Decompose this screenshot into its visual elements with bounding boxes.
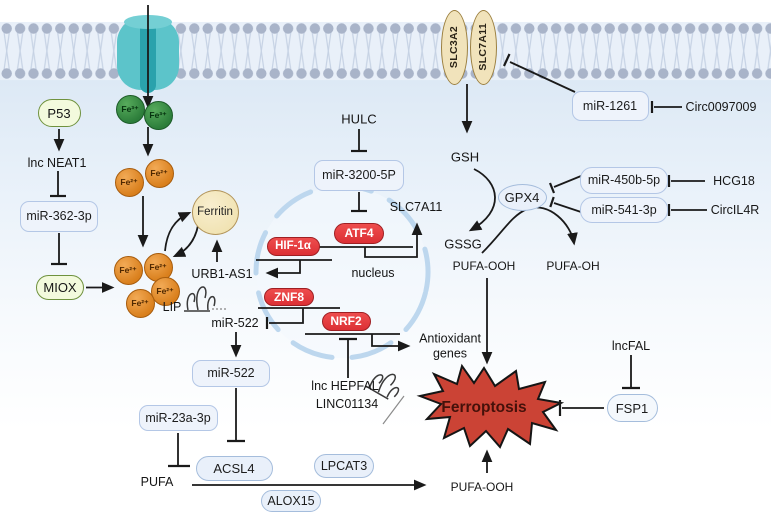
circil4r-label: CircIL4R bbox=[710, 203, 760, 217]
fe2-ion: Fe²⁺ bbox=[113, 255, 143, 285]
ferritin-node: Ferritin bbox=[191, 189, 239, 235]
mir-541-3p-node: miR-541-3p bbox=[580, 197, 668, 223]
acsl4-node: ACSL4 bbox=[195, 455, 273, 481]
pufa-ooh-bottom-label: PUFA-OOH bbox=[450, 480, 514, 494]
hif-1a-node: HIF-1α bbox=[266, 236, 320, 256]
fe2-ion: Fe²⁺ bbox=[150, 276, 180, 306]
antioxidant-line1: Antioxidant bbox=[419, 331, 481, 346]
antioxidant-line2: genes bbox=[432, 346, 468, 360]
hulc-label: HULC bbox=[341, 111, 377, 127]
miox-node: MIOX bbox=[36, 274, 84, 300]
mir-23a-3p-node: miR-23a-3p bbox=[138, 405, 218, 431]
cell-membrane bbox=[0, 22, 771, 80]
fe3-ion: Fe³⁺ bbox=[143, 100, 173, 130]
gsh-label: GSH bbox=[450, 149, 480, 165]
linc01134-label: LINC01134 bbox=[315, 397, 379, 411]
p53-node: P53 bbox=[37, 99, 81, 127]
antioxidant-genes-label: Antioxidant genes bbox=[419, 331, 481, 361]
slc7a11-gene-label: SLC7A11 bbox=[389, 200, 443, 214]
fe2-ion: Fe²⁺ bbox=[125, 288, 155, 318]
pufa-oh-label: PUFA-OH bbox=[546, 259, 600, 273]
slc3a2-label: SLC3A2 bbox=[448, 25, 460, 69]
lpcat3-node: LPCAT3 bbox=[314, 454, 374, 478]
pre-mirna-hairpin-icon bbox=[184, 286, 405, 425]
circ0097009-label: Circ0097009 bbox=[685, 100, 757, 114]
lnc-hepfal-label: lnc HEPFAL bbox=[311, 379, 379, 393]
slc7a11-transporter: SLC7A11 bbox=[469, 9, 497, 85]
mir-362-3p-node: miR-362-3p bbox=[20, 200, 98, 232]
lnc-neat1-label: lnc NEAT1 bbox=[27, 156, 87, 170]
nrf2-node: NRF2 bbox=[321, 311, 371, 331]
atf4-node: ATF4 bbox=[334, 222, 384, 244]
ferroptosis-label: Ferroptosis bbox=[441, 399, 527, 416]
gpx4-node: GPX4 bbox=[497, 183, 547, 211]
hcg18-label: HCG18 bbox=[713, 174, 755, 188]
fsp1-node: FSP1 bbox=[606, 394, 658, 422]
mir-1261-node: miR-1261 bbox=[571, 91, 649, 121]
fe2-ion: Fe²⁺ bbox=[114, 167, 144, 197]
fe2-ion: Fe²⁺ bbox=[144, 158, 174, 188]
mir-522-node: miR-522 bbox=[192, 359, 270, 387]
fe3-ion: Fe³⁺ bbox=[115, 94, 145, 124]
mir-450b-5p-node: miR-450b-5p bbox=[580, 166, 668, 194]
mir-522-nuclear-label: miR-522 bbox=[211, 316, 259, 330]
lncfal-label: lncFAL bbox=[611, 339, 651, 353]
mir-3200-5p-node: miR-3200-5P bbox=[314, 159, 404, 191]
slc3a2-transporter: SLC3A2 bbox=[440, 9, 468, 85]
slc7a11-label: SLC7A11 bbox=[477, 23, 489, 71]
lip-label: LIP bbox=[162, 300, 182, 314]
gssg-label: GSSG bbox=[444, 236, 482, 252]
ferroptosis-star bbox=[416, 363, 565, 449]
alox15-node: ALOX15 bbox=[261, 490, 321, 512]
pufa-ooh-mid-label: PUFA-OOH bbox=[452, 259, 516, 273]
pufa-label: PUFA bbox=[140, 475, 174, 489]
urb1-as1-label: URB1-AS1 bbox=[191, 267, 253, 281]
znf8-node: ZNF8 bbox=[264, 288, 314, 306]
nucleus-label: nucleus bbox=[351, 266, 395, 280]
